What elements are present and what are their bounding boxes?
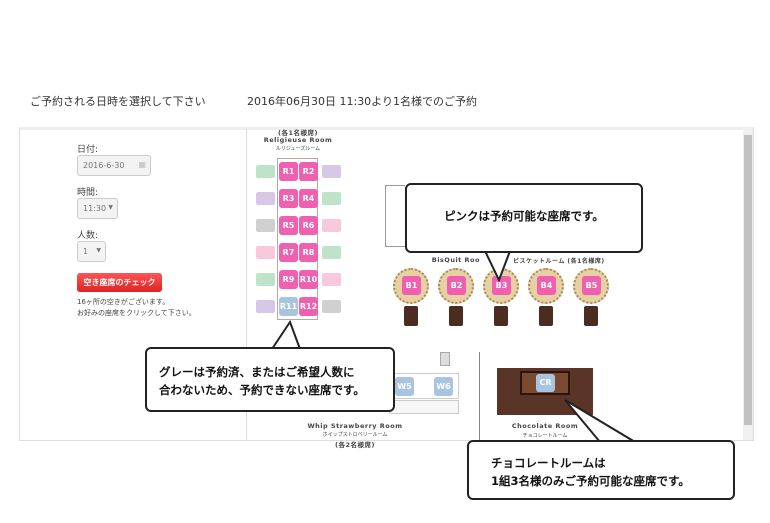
seat-r5[interactable]: R5 — [279, 216, 298, 235]
seat-r12[interactable]: R12 — [299, 297, 318, 316]
stool-icon — [494, 306, 508, 326]
chair-icon — [256, 192, 275, 205]
religieuse-capacity: (各1名様席) — [278, 129, 318, 137]
time-label: 時間: — [77, 188, 99, 198]
time-value: 11:30 — [83, 204, 107, 213]
chair-icon — [322, 300, 341, 313]
callout-chocolate-text: 1組3名様のみご予約可能な座席です。 — [491, 474, 690, 488]
religieuse-table — [277, 158, 318, 320]
seat-r10[interactable]: R10 — [299, 270, 318, 289]
people-select[interactable]: 1▼ — [77, 241, 106, 262]
chair-icon — [322, 165, 341, 178]
stool-icon — [584, 306, 598, 326]
seat-map-frame — [19, 127, 754, 441]
chair-icon — [256, 219, 275, 232]
date-value: 2016-6-30 — [83, 161, 125, 170]
callout-pink: ピンクは予約可能な座席です。 — [405, 183, 643, 253]
bisquit-room-title: BisQuit Roo — [431, 256, 480, 264]
callout-gray: グレーは予約済、またはご希望人数に合わないため、予約できない座席です。 — [145, 347, 395, 412]
divider — [246, 129, 247, 440]
bisquit-room-subtitle: ビスケットルーム (各1名様席) — [513, 258, 605, 265]
chair-icon — [322, 219, 341, 232]
seat-r6[interactable]: R6 — [299, 216, 318, 235]
seat-r1[interactable]: R1 — [279, 162, 298, 181]
chair-icon — [256, 273, 275, 286]
instruction-text: ご予約される日時を選択して下さい — [30, 95, 206, 108]
callout-chocolate-text: チョコレートルームは — [491, 456, 606, 470]
seat-b3[interactable]: B3 — [492, 276, 511, 295]
calendar-icon[interactable]: ▦ — [138, 160, 146, 169]
scrollbar-thumb[interactable] — [744, 135, 752, 425]
people-value: 1 — [83, 247, 89, 256]
chair-icon — [256, 246, 275, 259]
chair-icon — [322, 192, 341, 205]
seat-cr[interactable]: CR — [536, 374, 555, 392]
chair-icon — [322, 246, 341, 259]
stool-icon — [404, 306, 418, 326]
whip-room-subtitle: ホイップストロベリールーム — [322, 432, 388, 438]
seat-b5[interactable]: B5 — [582, 276, 601, 295]
stool-icon — [440, 352, 450, 366]
whip-capacity: (各2名様席) — [335, 441, 375, 449]
seat-w6[interactable]: W6 — [434, 377, 453, 396]
chocolate-room-subtitle: チョコレートルーム — [522, 433, 568, 439]
seat-r2[interactable]: R2 — [299, 162, 318, 181]
chair-icon — [322, 273, 341, 286]
check-availability-button[interactable]: 空き座席のチェック — [77, 273, 162, 292]
callout-gray-text: グレーは予約済、またはご希望人数に — [159, 365, 355, 379]
seat-b4[interactable]: B4 — [537, 276, 556, 295]
seat-r4[interactable]: R4 — [299, 189, 318, 208]
seat-b2[interactable]: B2 — [447, 276, 466, 295]
wall — [385, 185, 405, 247]
seat-b1[interactable]: B1 — [402, 276, 421, 295]
availability-line: お好みの座席をクリックして下さい。 — [77, 309, 196, 317]
chevron-down-icon: ▼ — [96, 247, 101, 254]
biscuit-table — [573, 268, 609, 304]
availability-line: 16ヶ所の空きがございます。 — [77, 298, 170, 306]
chair-icon — [256, 165, 275, 178]
seat-r7[interactable]: R7 — [279, 243, 298, 262]
seat-w5[interactable]: W5 — [395, 377, 414, 396]
chevron-down-icon: ▼ — [108, 204, 113, 211]
biscuit-table — [528, 268, 564, 304]
religieuse-room-title: Religieuse Room — [263, 136, 333, 144]
time-select[interactable]: 11:30▼ — [77, 198, 118, 219]
reservation-summary: 2016年06月30日 11:30より1名様でのご予約 — [247, 95, 477, 108]
callout-chocolate: チョコレートルームは 1組3名様のみご予約可能な座席です。 — [467, 440, 735, 500]
seat-r11[interactable]: R11 — [279, 297, 298, 316]
whip-room-title: Whip Strawberry Room — [307, 422, 403, 430]
people-label: 人数: — [77, 231, 99, 241]
chocolate-room-title: Chocolate Room — [511, 422, 579, 430]
seat-r3[interactable]: R3 — [279, 189, 298, 208]
divider — [479, 352, 480, 440]
seat-r8[interactable]: R8 — [299, 243, 318, 262]
religieuse-room-subtitle: ルリジューズルーム — [275, 146, 321, 152]
date-input[interactable]: 2016-6-30 ▦ — [77, 155, 151, 176]
stool-icon — [449, 306, 463, 326]
date-label: 日付: — [77, 145, 99, 155]
stool-icon — [539, 306, 553, 326]
callout-pink-text: ピンクは予約可能な座席です。 — [444, 209, 604, 223]
seat-r9[interactable]: R9 — [279, 270, 298, 289]
availability-text: 16ヶ所の空きがございます。お好みの座席をクリックして下さい。 — [77, 297, 196, 319]
chair-icon — [256, 300, 275, 313]
callout-gray-text: 合わないため、予約できない座席です。 — [159, 383, 365, 397]
